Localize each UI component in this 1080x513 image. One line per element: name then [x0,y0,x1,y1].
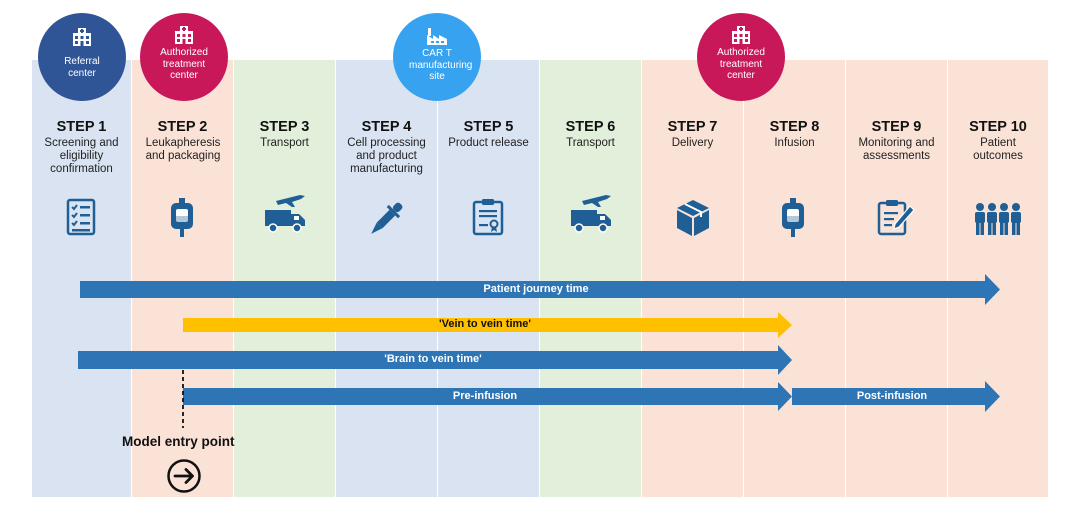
circle-label: CAR T manufacturing site [409,48,473,82]
step-title: STEP 3 [259,119,310,135]
blood-bag-icon [782,198,804,237]
blood-bag-icon [171,198,193,237]
step-title: STEP 4 [361,119,412,135]
step-title: STEP 10 [969,119,1027,135]
plane-truck-icon [571,195,611,233]
pre-infusion-label: Pre-infusion [452,390,518,402]
circle-label: Authorized treatment center [717,47,765,81]
arrow-circle-icon [167,459,201,493]
certificate-clipboard-icon [472,199,504,236]
step-title: STEP 5 [463,119,514,135]
column-step-1 [32,60,131,497]
plane-truck-icon [265,195,305,233]
step-title: STEP 8 [769,119,820,135]
model-entry-label: Model entry point [122,434,235,449]
column-step-2 [132,60,233,497]
people-icon [975,203,1021,235]
column-step-4 [336,60,437,497]
dropper-icon [371,202,403,234]
column-step-8 [744,60,845,497]
post-infusion-arrow [792,381,1000,412]
post-infusion-label: Post-infusion [856,390,928,402]
treatment-center-circle-1: Authorized treatment center [140,13,228,101]
checklist-icon [66,198,96,236]
step-description: Delivery [671,137,714,149]
hospital-icon [732,26,750,44]
vein-to-vein-label: 'Vein to vein time' [438,318,532,330]
treatment-center-circle-2: Authorized treatment center [697,13,785,101]
clipboard-pen-icon [877,200,915,236]
column-step-5 [438,60,539,497]
step-description: Cell processing and product manufacturin… [347,137,426,175]
factory-icon [427,28,447,45]
step-title: STEP 6 [565,119,616,135]
step-description: Leukapheresis and packaging [145,137,221,162]
step-description: Patient outcomes [973,137,1023,162]
step-title: STEP 1 [56,119,107,135]
step-description: Monitoring and assessments [858,137,935,162]
column-step-6 [540,60,641,497]
circle-label: Authorized treatment center [160,47,208,81]
brain-to-vein-label: 'Brain to vein time' [384,353,482,365]
circle-label: Referral center [64,56,100,79]
hospital-icon [175,26,193,44]
step-title: STEP 7 [667,119,718,135]
package-icon [677,200,709,236]
patient-journey-arrow [80,274,1000,305]
vein-to-vein-arrow [183,312,792,338]
column-step-9 [846,60,947,497]
hospital-icon [73,28,91,46]
step-description: Infusion [774,137,815,149]
step-title: STEP 2 [157,119,208,135]
column-step-10 [948,60,1048,497]
step-description: Transport [260,137,309,149]
column-step-3 [234,60,335,497]
patient-journey-label: Patient journey time [483,283,589,295]
pre-infusion-arrow [183,382,792,411]
step-title: STEP 9 [871,119,922,135]
column-step-7 [642,60,743,497]
step-description: Screening and eligibility confirmation [44,137,119,175]
step-description: Transport [566,137,615,149]
referral-center-circle: Referral center [38,13,126,101]
brain-to-vein-arrow [78,345,792,375]
step-description: Product release [448,137,529,149]
manufacturing-site-circle: CAR T manufacturing site [393,13,481,101]
